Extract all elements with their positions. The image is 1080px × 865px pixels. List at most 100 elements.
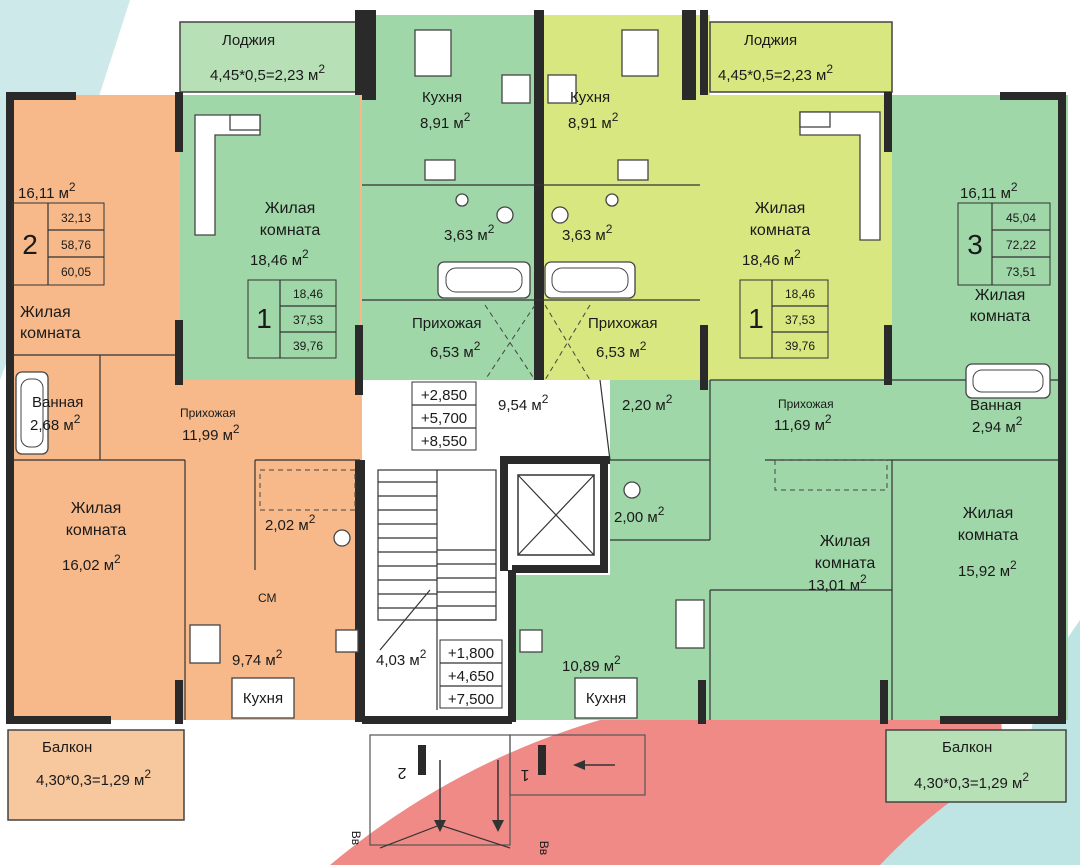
stove-unit-1-left [501, 74, 531, 104]
unit-1-right-room-area: 18,46 м2 [742, 247, 801, 269]
wardrobe-unit-3 [774, 459, 888, 491]
unit-3-top-fill [892, 95, 1068, 380]
unit-1-left-hall-label: Прихожая [412, 315, 482, 332]
sofa-unit-1-left [194, 114, 261, 236]
unit-1-left-bath-area: 3,63 м2 [444, 222, 495, 244]
unit-1-right-kitchen-area: 8,91 м2 [568, 110, 619, 132]
level-bottom-3: +7,500 [448, 691, 494, 708]
table-kitchen-unit-2 [231, 677, 295, 719]
unit-1-left-hall-area: 6,53 м2 [430, 339, 481, 361]
unit-2-room-bottom-area: 16,02 м2 [62, 552, 121, 574]
bathtub-unit-1-right [544, 261, 636, 299]
stove-unit-3 [519, 629, 543, 653]
unit-1-right-loggia-area: 4,45*0,5=2,23 м2 [718, 62, 833, 84]
unit-3-hall-small-area: 2,20 м2 [622, 392, 673, 414]
entrance: 2 1 Вв Вв [349, 734, 646, 855]
entrance-mark-left: Вв [349, 831, 363, 845]
fridge-unit-1-left [424, 159, 456, 181]
level-bottom-2: +4,650 [448, 668, 494, 685]
table-kitchen-unit-3 [574, 677, 638, 719]
unit-1-left-loggia-area: 4,45*0,5=2,23 м2 [210, 62, 325, 84]
unit-1-right-area-full: 39,76 [785, 339, 815, 353]
walls [6, 10, 1066, 724]
unit-3-number: 3 [967, 229, 983, 260]
level-top-1: +2,850 [421, 387, 467, 404]
unit-2-hall-label: Прихожая [180, 406, 236, 420]
unit-1-left-kitchen-label: Кухня [422, 89, 462, 106]
unit-1-right-area-total: 37,53 [785, 313, 815, 327]
stove-unit-1-right [547, 74, 577, 104]
bathtub-unit-2 [15, 371, 49, 455]
unit-1-left-number: 1 [256, 303, 272, 334]
unit-2-hall-area: 11,99 м2 [182, 422, 240, 444]
entrance-mark-right: Вв [537, 841, 551, 855]
unit-2-bath-area: 2,68 м2 [30, 412, 81, 434]
unit-2-summary-table: 2 32,13 58,76 60,05 [11, 202, 105, 286]
unit-3-room-top-area: 16,11 м2 [960, 180, 1018, 202]
unit-1-right-hall-area: 6,53 м2 [596, 339, 647, 361]
unit-3-bath-area: 2,94 м2 [972, 414, 1023, 436]
unit-3-wc-area: 2,00 м2 [614, 504, 665, 526]
unit-3-balcony [885, 729, 1067, 803]
sink-unit-1-right [605, 193, 619, 207]
unit-3-area-full: 73,51 [1006, 265, 1036, 279]
stair-area: 4,03 м2 [376, 647, 427, 669]
section-mark-left: 2 [397, 764, 406, 781]
unit-1-right-hall-label: Прихожая [588, 315, 658, 332]
level-bottom-1: +1,800 [448, 645, 494, 662]
toilet-unit-1-right [551, 206, 569, 224]
unit-1-left-summary-table: 1 18,46 37,53 39,76 [247, 279, 337, 359]
unit-2-balcony-area: 4,30*0,3=1,29 м2 [36, 767, 151, 789]
unit-2-kitchen-label: Кухня [243, 690, 283, 707]
unit-1-left-room-area: 18,46 м2 [250, 247, 309, 269]
level-top-2: +5,700 [421, 410, 467, 427]
table-kitchen-unit-1-left [414, 29, 452, 77]
hall-dashes-left [484, 304, 536, 381]
hall-dashes-right [544, 304, 591, 381]
unit-3-room-right-area: 15,92 м2 [958, 558, 1017, 580]
unit-1-left-area-living: 18,46 [293, 287, 323, 301]
unit-1-right-kitchen-label: Кухня [570, 89, 610, 106]
unit-3-kitchen-area: 10,89 м2 [562, 653, 621, 675]
unit-1-right-area-living: 18,46 [785, 287, 815, 301]
toilet-unit-2 [333, 529, 351, 547]
stove-unit-2 [335, 629, 359, 653]
unit-3-bath-label: Ванная [970, 397, 1021, 414]
bathtub-unit-3 [965, 363, 1051, 399]
table-kitchen-unit-1-right [621, 29, 659, 77]
unit-1-right-number: 1 [748, 303, 764, 334]
fridge-unit-1-right [617, 159, 649, 181]
partitions [12, 184, 1058, 720]
level-marks-top: +2,850 +5,700 +8,550 [411, 381, 477, 451]
sofa-unit-1-right [799, 111, 881, 241]
elevator-shaft [517, 474, 595, 556]
unit-1-right-summary-table: 1 18,46 37,53 39,76 [739, 279, 829, 359]
corridor-area: 9,54 м2 [498, 392, 549, 414]
unit-1-left-loggia-label: Лоджия [222, 32, 275, 49]
level-top-3: +8,550 [421, 433, 467, 450]
unit-2-balcony [7, 729, 185, 821]
unit-2-balcony-label: Балкон [42, 739, 92, 756]
unit-1-right-loggia [709, 21, 893, 93]
unit-3-summary-table: 3 45,04 72,22 73,51 [957, 202, 1051, 286]
unit-2-number: 2 [22, 229, 38, 260]
level-marks-bottom: +1,800 +4,650 +7,500 [439, 639, 503, 709]
unit-2-room-top-area: 16,11 м2 [18, 180, 76, 202]
unit-1-left-area-full: 39,76 [293, 339, 323, 353]
fridge-unit-2 [189, 624, 221, 664]
unit-3-kitchen-label: Кухня [586, 690, 626, 707]
unit-2-kitchen-area: 9,74 м2 [232, 647, 283, 669]
fridge-unit-3 [675, 599, 705, 649]
sink-unit-1-left [455, 193, 469, 207]
section-mark-right: 1 [520, 766, 529, 783]
unit-1-right-loggia-label: Лоджия [744, 32, 797, 49]
toilet-unit-3 [623, 481, 641, 499]
toilet-unit-1-left [496, 206, 514, 224]
